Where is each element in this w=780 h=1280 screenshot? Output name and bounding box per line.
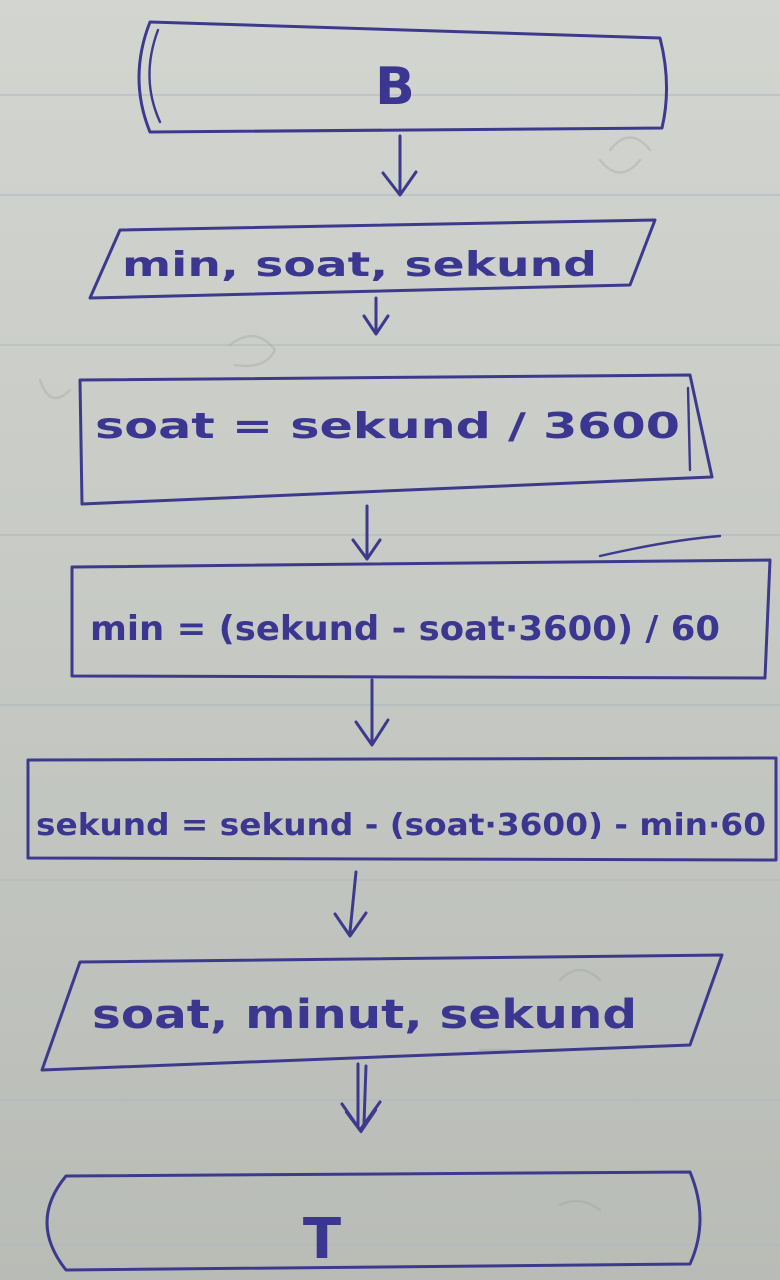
show-through-marks [38, 136, 652, 1212]
start-terminator: B [137, 20, 668, 134]
step1-label: soat = sekund / 3600 [95, 406, 680, 447]
step2-label: min = (sekund - soat·3600) / 60 [90, 609, 720, 649]
flow-arrow [333, 870, 368, 938]
process-box-soat: soat = sekund / 3600 [78, 373, 714, 506]
output-label: soat, minut, sekund [92, 992, 637, 1038]
flow-arrow [351, 504, 382, 561]
output-parallelogram: soat, minut, sekund [40, 953, 724, 1072]
end-terminator: T [45, 1170, 702, 1272]
process-box-min: min = (sekund - soat·3600) / 60 [70, 534, 772, 680]
process-box-sekund: sekund = sekund - (soat·3600) - min·60 [26, 756, 778, 862]
input-label: min, soat, sekund [122, 245, 597, 285]
input-parallelogram: min, soat, sekund [88, 218, 657, 300]
start-label: B [375, 57, 415, 117]
end-label: T [303, 1207, 341, 1272]
flow-arrow [340, 1062, 382, 1134]
flow-arrow [362, 296, 390, 336]
flow-arrow [381, 134, 418, 197]
flow-arrow [354, 678, 390, 747]
paper-grid [0, 94, 780, 1246]
step3-label: sekund = sekund - (soat·3600) - min·60 [36, 808, 766, 843]
